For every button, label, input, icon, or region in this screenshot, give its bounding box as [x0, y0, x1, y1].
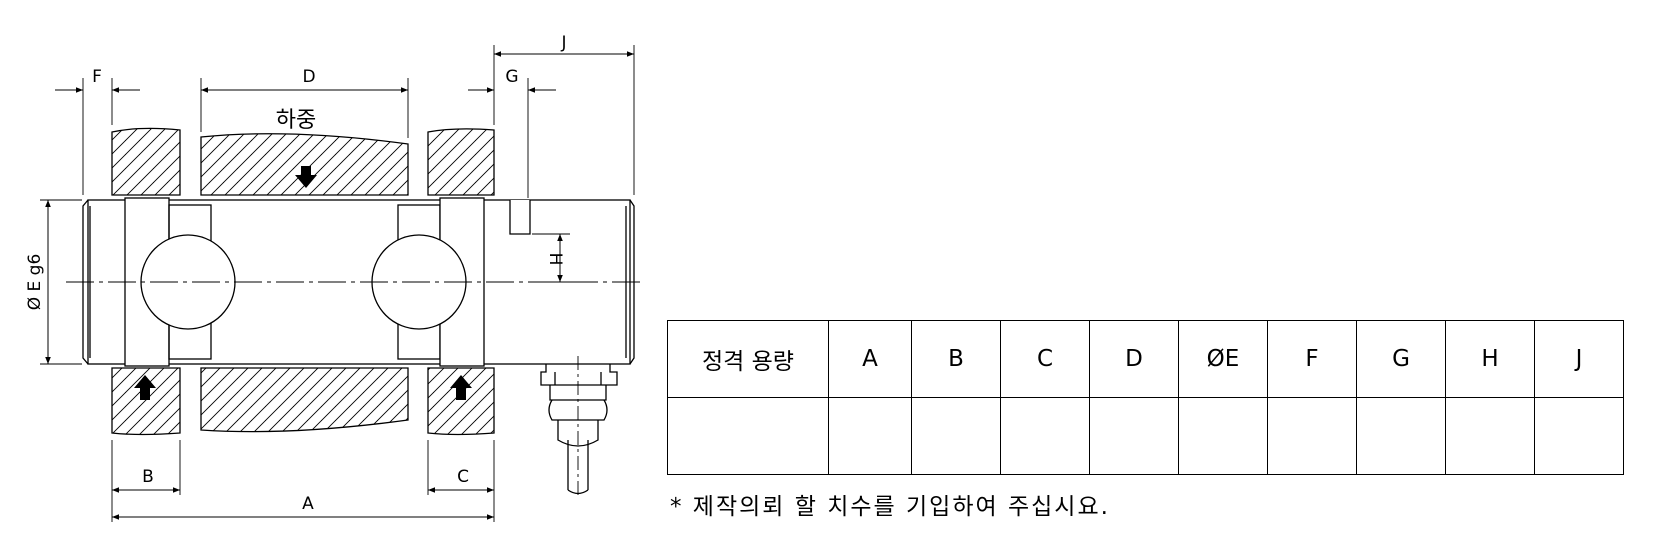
order-note: * 제작의뢰 할 치수를 기입하여 주십시요.: [670, 494, 1110, 520]
load-label: 하중: [276, 108, 316, 133]
cell-h: [1445, 397, 1535, 475]
cell-f: [1267, 397, 1357, 475]
dim-label-d: D: [302, 67, 315, 87]
top-right-support: [427, 128, 495, 196]
cell-c: [1000, 397, 1090, 475]
load-pin-drawing: F D G J B C A H Ø E g6 하중: [25, 33, 640, 522]
dimension-spec-table: 정격 용량 A B C D ØE F G H J: [667, 320, 1624, 475]
dim-label-g: G: [505, 67, 518, 87]
dim-label-f: F: [92, 67, 102, 87]
header-b: B: [911, 320, 1001, 398]
header-j: J: [1534, 320, 1624, 398]
cable-gland: [540, 356, 618, 496]
cell-rated-capacity: [667, 397, 829, 475]
cell-e: [1178, 397, 1268, 475]
header-c: C: [1000, 320, 1090, 398]
top-load-block: [200, 133, 409, 196]
header-e: ØE: [1178, 320, 1268, 398]
bottom-left-support: [111, 367, 181, 436]
header-a: A: [828, 320, 912, 398]
cell-a: [828, 397, 912, 475]
extension-lines: [40, 45, 635, 522]
dim-label-h: H: [545, 253, 565, 266]
anti-rotation-slot: [509, 200, 531, 235]
dim-label-e: Ø E g6: [25, 254, 45, 311]
bottom-right-support: [427, 367, 495, 436]
header-h: H: [1445, 320, 1535, 398]
dim-label-a: A: [302, 494, 314, 514]
cell-j: [1534, 397, 1624, 475]
load-arrow-down: [295, 166, 317, 188]
table-header-row: 정격 용량 A B C D ØE F G H J: [667, 320, 1624, 398]
top-left-support: [111, 127, 181, 196]
reaction-arrow-left: [134, 375, 156, 400]
cell-d: [1089, 397, 1179, 475]
load-arrows: [134, 166, 472, 400]
dim-label-j: J: [560, 33, 566, 53]
header-rated-capacity: 정격 용량: [667, 320, 829, 398]
dimension-lines: [45, 51, 634, 520]
cell-g: [1356, 397, 1446, 475]
header-f: F: [1267, 320, 1357, 398]
header-d: D: [1089, 320, 1179, 398]
dim-label-c: C: [457, 467, 469, 487]
dim-label-b: B: [142, 467, 154, 487]
table-row: [667, 397, 1624, 475]
header-g: G: [1356, 320, 1446, 398]
cell-b: [911, 397, 1001, 475]
reaction-arrow-right: [450, 375, 472, 400]
bottom-load-block: [200, 367, 409, 433]
